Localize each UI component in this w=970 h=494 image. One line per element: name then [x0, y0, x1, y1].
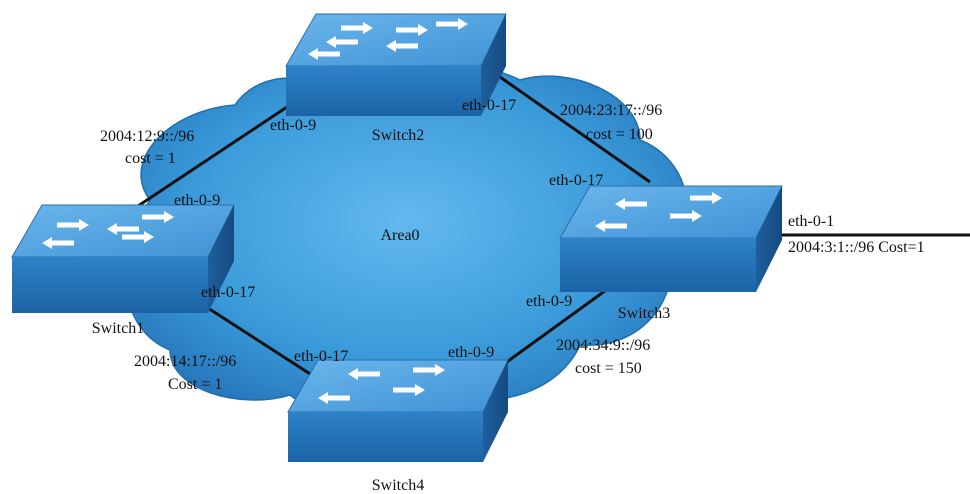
link-switch1-switch2 — [119, 93, 306, 220]
switch-icon — [285, 13, 507, 116]
port-label-switch4-eth-0-9: eth-0-9 — [448, 344, 494, 361]
cost-label-23: cost = 100 — [586, 126, 653, 143]
network-label-14: 2004:14:17::/96 — [134, 353, 236, 370]
port-label-switch3-eth-0-1: eth-0-1 — [788, 213, 834, 230]
switch-icon — [11, 204, 235, 313]
link-switch2-switch3 — [489, 68, 651, 184]
port-label-switch1-eth-0-9: eth-0-9 — [174, 192, 220, 209]
port-label-switch3-eth-0-9: eth-0-9 — [526, 293, 572, 310]
network-label-12: 2004:12:9::/96 — [100, 128, 194, 145]
cost-label-14: Cost = 1 — [168, 376, 222, 393]
area-label: Area0 — [380, 227, 419, 244]
port-label-switch1-eth-0-17: eth-0-17 — [201, 284, 255, 301]
port-label-switch2-eth-0-17: eth-0-17 — [462, 97, 516, 114]
switch3-name: Switch3 — [618, 305, 670, 322]
switch2[interactable] — [285, 13, 507, 116]
switch2-name: Switch2 — [372, 127, 424, 144]
network-cost-label-external: 2004:3:1::/96 Cost=1 — [788, 239, 925, 256]
switch-icon — [287, 359, 509, 462]
switch-icon — [559, 185, 783, 292]
switch4[interactable] — [287, 359, 509, 462]
network-label-34: 2004:34:9::/96 — [556, 337, 650, 354]
switch1[interactable] — [11, 204, 235, 313]
cost-label-34: cost = 150 — [575, 360, 642, 377]
switch4-name: Switch4 — [372, 477, 424, 494]
port-label-switch4-eth-0-17: eth-0-17 — [294, 348, 348, 365]
cost-label-12: cost = 1 — [125, 150, 176, 167]
switch1-name: Switch1 — [92, 320, 144, 337]
port-label-switch3-eth-0-17: eth-0-17 — [549, 172, 603, 189]
port-label-switch2-eth-0-9: eth-0-9 — [270, 117, 316, 134]
switch3[interactable] — [559, 185, 783, 292]
network-label-23: 2004:23:17::/96 — [560, 102, 662, 119]
labels: Area0 Switch2 Switch1 Switch3 Switch4 et… — [92, 97, 925, 494]
